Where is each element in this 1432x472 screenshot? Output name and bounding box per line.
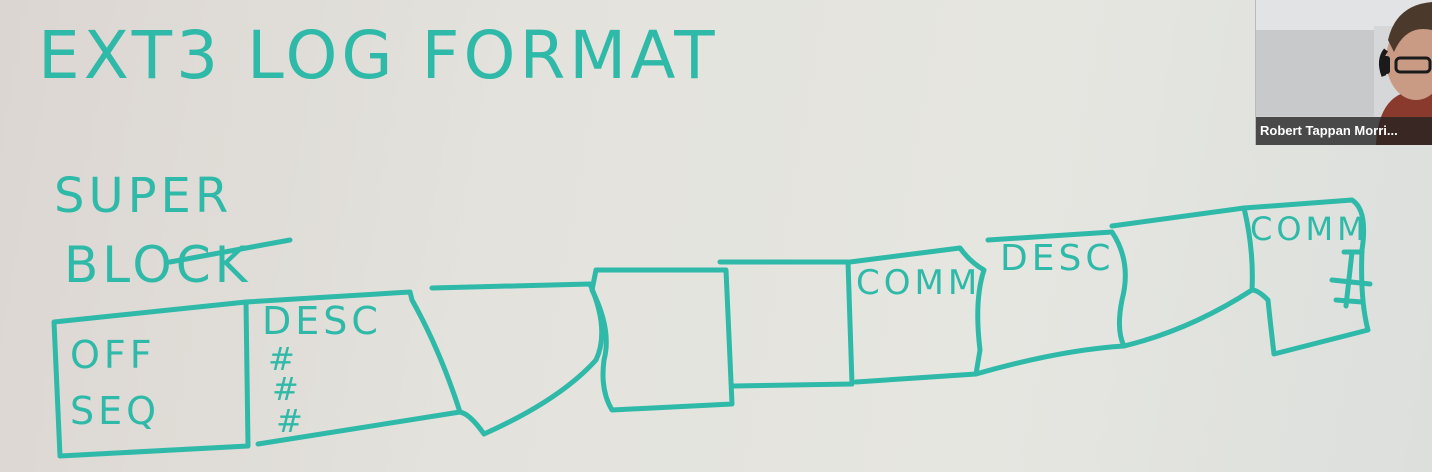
- data-block-3: [717, 259, 855, 389]
- title-text: EXT3 LOG FORMAT: [38, 17, 719, 94]
- superblock-box: [51, 299, 251, 459]
- superblock-label-line2: BLOCK: [64, 236, 251, 294]
- data-block-1: [429, 281, 605, 437]
- commit-block-1: [847, 245, 987, 385]
- desc-block-1-label: DESC: [262, 299, 382, 343]
- commit-block-2-mark: [1329, 249, 1373, 309]
- participant-video-tile[interactable]: Robert Tappan Morri...: [1255, 0, 1432, 145]
- desc-block-1: [243, 289, 463, 447]
- commit-block-1-label: COMM: [856, 263, 981, 303]
- participant-name-label: Robert Tappan Morri...: [1256, 117, 1432, 145]
- commit-block-2-label: COMM: [1250, 210, 1369, 248]
- desc-mark-1: #: [268, 340, 299, 378]
- superblock-underline-stroke: [167, 237, 293, 265]
- data-block-4: [1109, 205, 1255, 349]
- superblock-field-seq: SEQ: [70, 389, 160, 433]
- desc-mark-2: #: [272, 370, 303, 408]
- desc-block-2: [973, 229, 1128, 377]
- desc-block-2-label: DESC: [1000, 238, 1114, 279]
- desc-mark-3: #: [276, 402, 307, 440]
- superblock-field-off: OFF: [70, 333, 156, 377]
- superblock-label-line1: SUPER: [54, 168, 232, 224]
- data-block-2: [589, 267, 735, 413]
- commit-block-2: [1241, 197, 1371, 357]
- participant-video: [1256, 0, 1432, 145]
